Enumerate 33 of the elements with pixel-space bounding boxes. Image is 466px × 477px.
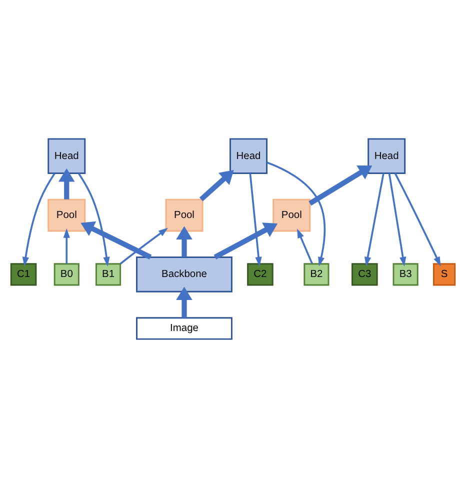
node-box: B0 <box>54 262 80 286</box>
arrow <box>308 165 372 206</box>
arrow <box>364 172 384 266</box>
arrow <box>80 220 152 259</box>
arrow <box>176 286 192 318</box>
node-box: Pool <box>48 198 86 232</box>
node-box: Pool <box>165 198 204 232</box>
arrow <box>266 161 326 266</box>
node-box: C3 <box>352 262 378 286</box>
arrow <box>176 226 192 256</box>
arrow <box>78 172 110 266</box>
node-box: C1 <box>10 262 37 286</box>
node-box: S <box>432 262 456 286</box>
arrow <box>394 172 441 266</box>
node-box: Backbone <box>136 256 232 292</box>
arrow <box>58 168 75 199</box>
arrow <box>199 170 234 201</box>
node-box: B1 <box>95 262 122 286</box>
node-box: B3 <box>392 262 418 286</box>
arrow <box>297 228 313 264</box>
arrow <box>214 222 278 259</box>
node-box: Pool <box>272 198 311 232</box>
arrow <box>388 172 406 266</box>
node-box: Head <box>230 138 268 174</box>
arrow <box>249 172 262 266</box>
node-box: Image <box>136 316 232 340</box>
node-box: B2 <box>304 262 330 286</box>
node-box: C2 <box>247 262 274 286</box>
arrow <box>22 172 56 266</box>
node-box: Head <box>368 138 406 174</box>
node-box: Head <box>48 138 86 174</box>
arrow <box>120 227 168 264</box>
arrow <box>63 228 70 264</box>
